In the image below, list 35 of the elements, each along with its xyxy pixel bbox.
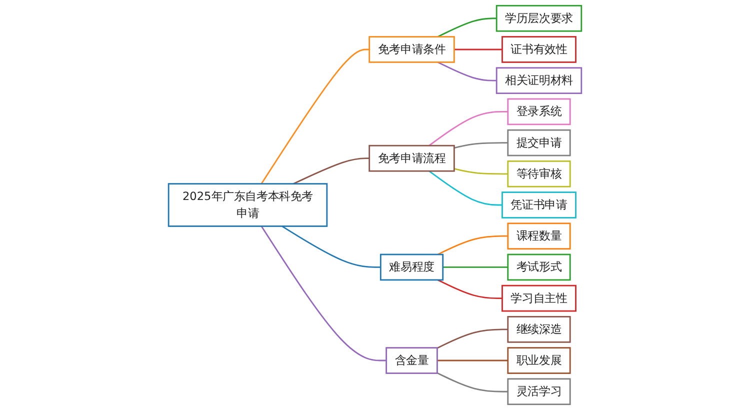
node-box: 登录系统 <box>507 98 571 126</box>
connector <box>437 62 497 82</box>
node-box: 继续深造 <box>507 316 571 343</box>
node-box: 证书有效性 <box>502 36 576 63</box>
node-box: 提交申请 <box>507 129 571 156</box>
node-box: 凭证书申请 <box>502 192 576 218</box>
node-box: 含金量 <box>386 347 438 374</box>
node-box: 等待审核 <box>507 160 571 188</box>
connector <box>260 48 370 184</box>
connector <box>454 48 502 50</box>
node-box: 考试形式 <box>507 254 571 281</box>
connector <box>437 18 497 38</box>
node-box: 学历层次要求 <box>496 4 582 32</box>
connector <box>428 110 508 146</box>
connector <box>282 226 381 268</box>
connector <box>436 328 508 349</box>
connector <box>437 235 508 256</box>
node-box: 学习自主性 <box>502 284 576 312</box>
connector <box>454 168 508 175</box>
node-box: 课程数量 <box>507 222 571 250</box>
node-box: 2025年广东自考本科免考申请 <box>168 183 328 227</box>
node-box: 免考申请条件 <box>368 36 455 63</box>
connector <box>454 142 508 149</box>
node-box: 相关证明材料 <box>496 67 582 94</box>
connector <box>437 279 502 300</box>
node-box: 难易程度 <box>380 254 444 281</box>
connector <box>428 170 502 206</box>
connector <box>260 226 386 362</box>
connector <box>437 360 508 362</box>
node-box: 免考申请流程 <box>368 144 455 172</box>
node-box: 职业发展 <box>507 347 571 374</box>
connector <box>442 266 508 268</box>
node-box: 灵活学习 <box>507 378 571 406</box>
connector <box>436 372 508 392</box>
connector <box>293 158 370 184</box>
